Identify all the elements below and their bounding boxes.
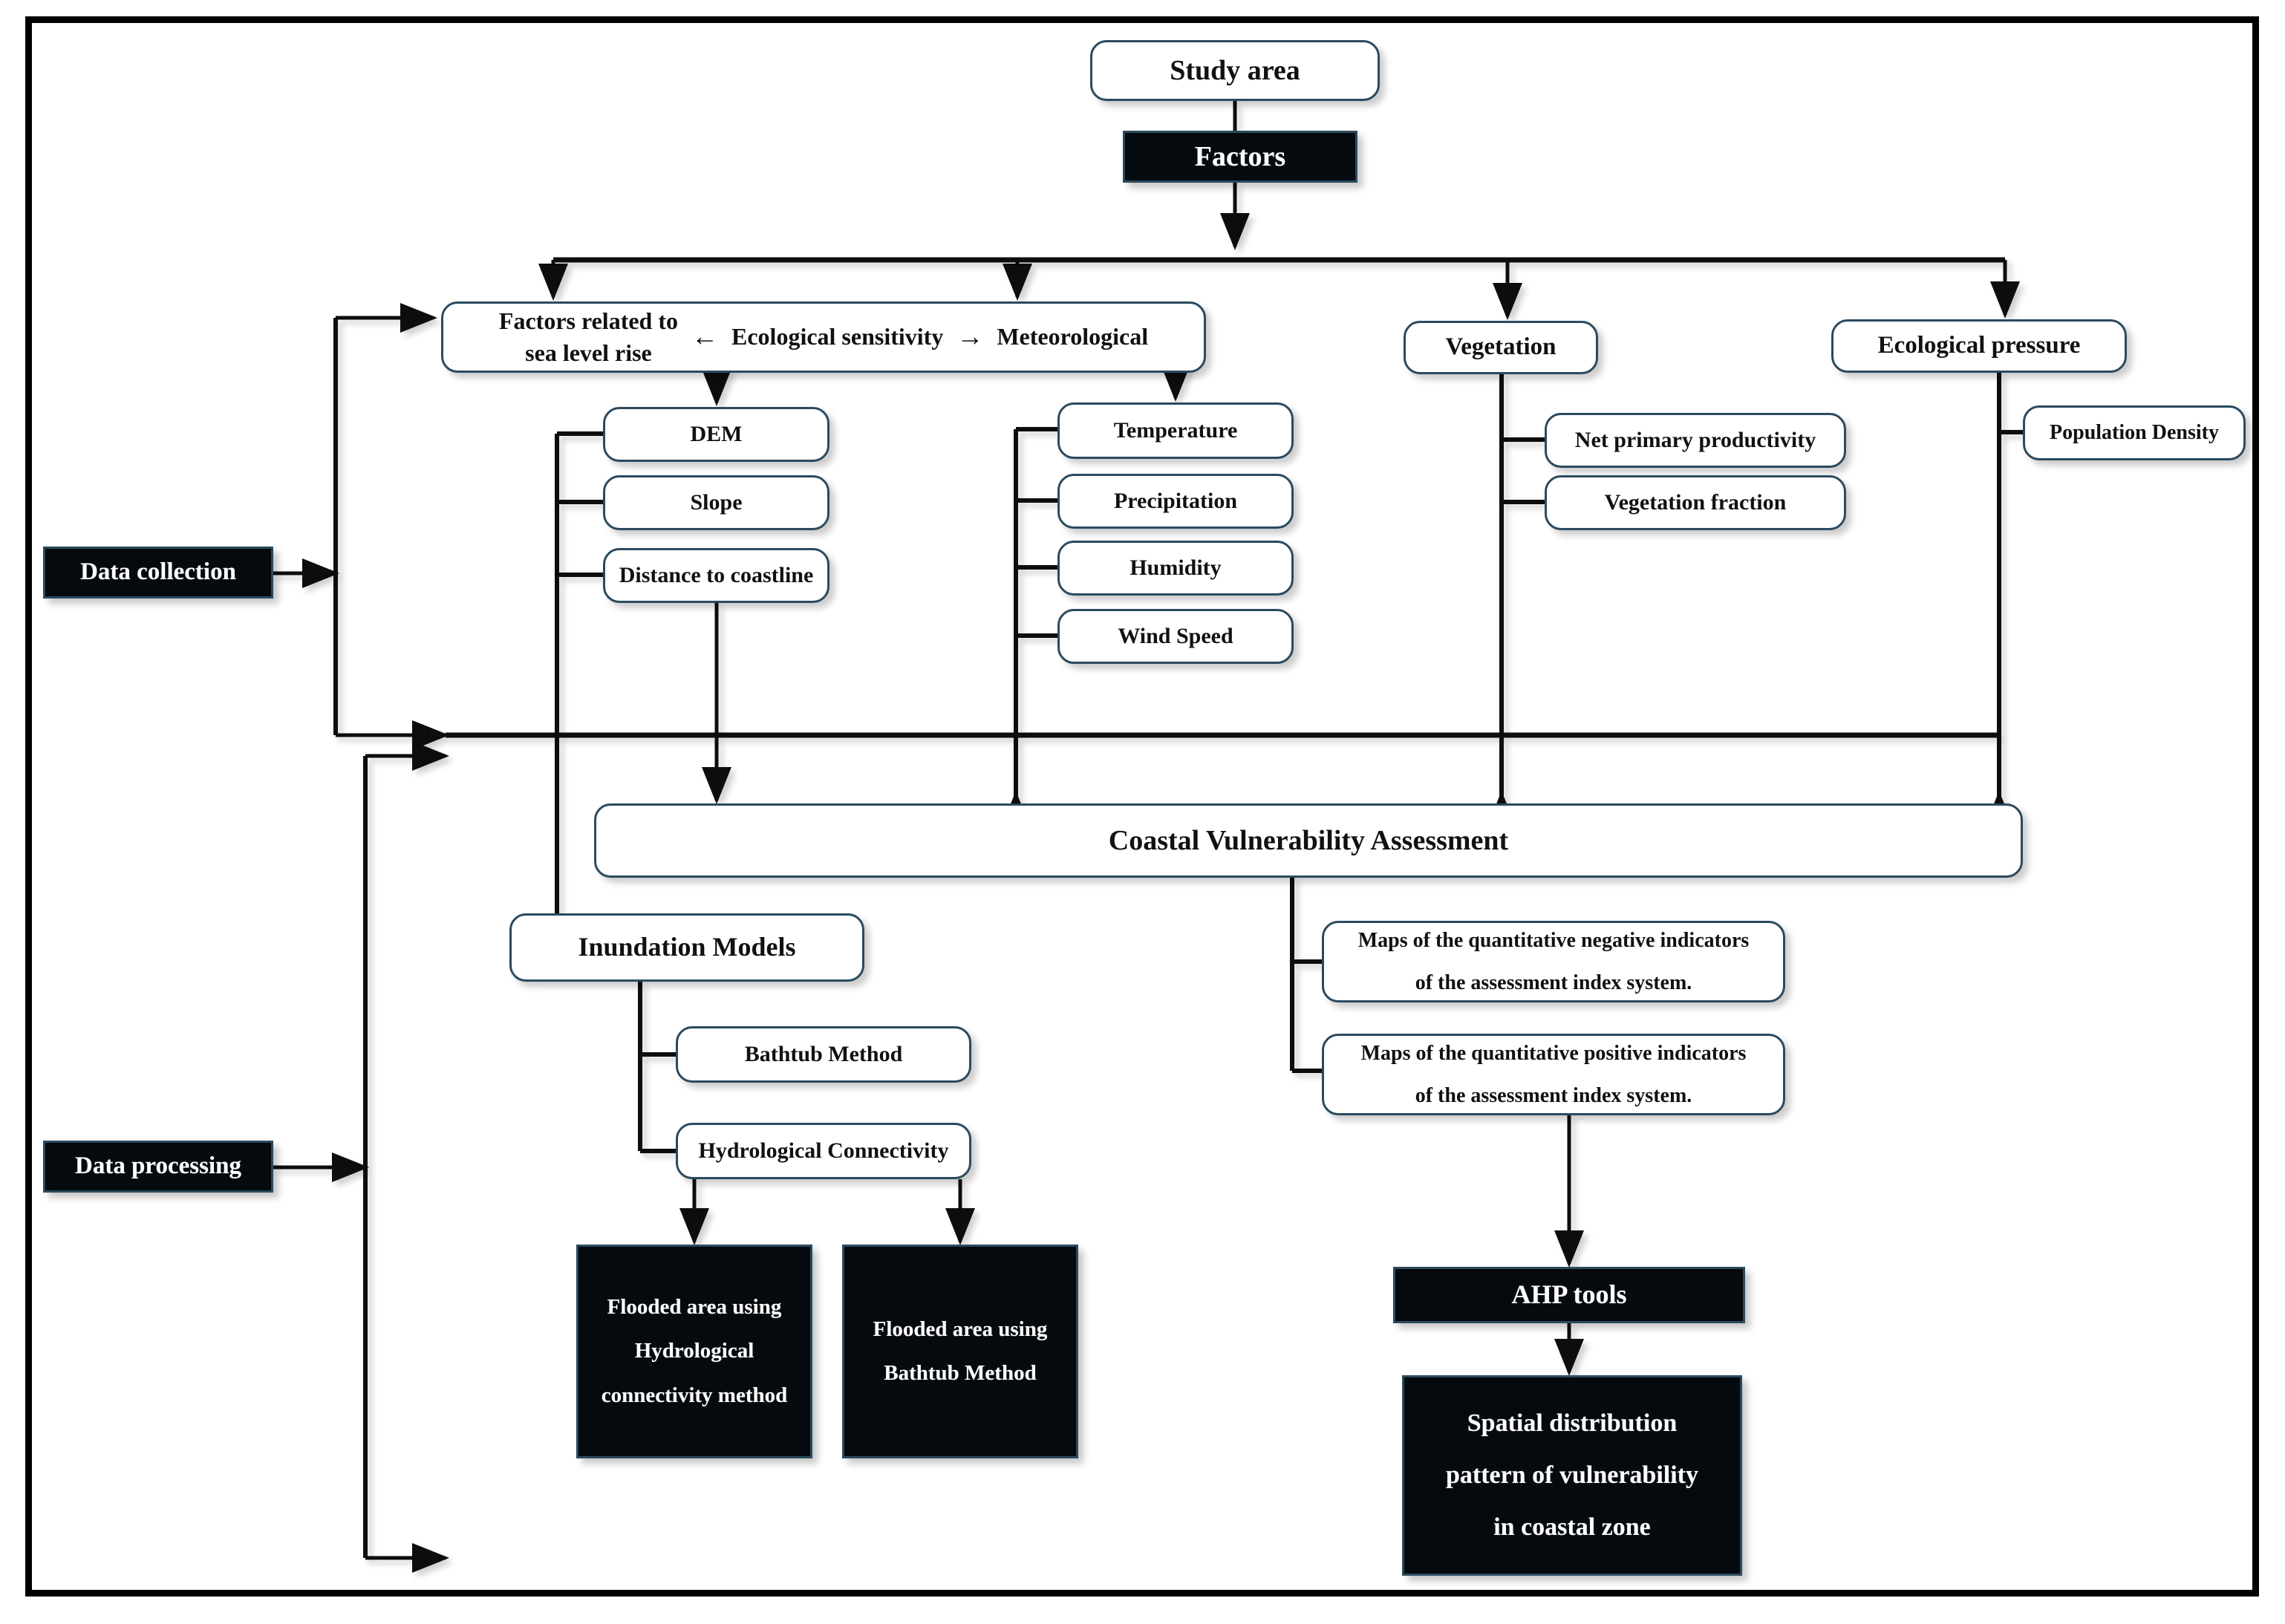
node-distance-to-coastline[interactable]: Distance to coastline (603, 548, 829, 603)
flooded-bathtub-line2: Bathtub Method (884, 1361, 1037, 1385)
spatial-line2: pattern of vulnerability (1446, 1461, 1698, 1490)
node-net-primary-productivity[interactable]: Net primary productivity (1545, 413, 1846, 468)
node-population-density[interactable]: Population Density (2023, 405, 2246, 460)
node-dem[interactable]: DEM (603, 407, 829, 462)
node-study-area[interactable]: Study area (1090, 40, 1380, 101)
node-flooded-area-bathtub[interactable]: Flooded area using Bathtub Method (842, 1245, 1078, 1458)
node-ecological-pressure[interactable]: Ecological pressure (1831, 319, 2127, 373)
node-inundation-models[interactable]: Inundation Models (509, 913, 864, 982)
maps-negative-line1: Maps of the quantitative negative indica… (1357, 928, 1750, 952)
node-precipitation[interactable]: Precipitation (1057, 474, 1294, 529)
node-temperature[interactable]: Temperature (1057, 402, 1294, 459)
node-factors[interactable]: Factors (1123, 131, 1357, 183)
node-vegetation-fraction[interactable]: Vegetation fraction (1545, 475, 1846, 530)
node-humidity[interactable]: Humidity (1057, 541, 1294, 596)
flooded-hydro-line1: Flooded area using (607, 1294, 782, 1319)
flooded-bathtub-line1: Flooded area using (873, 1317, 1048, 1341)
node-ecological-sensitivity[interactable]: Factors related to sea level rise ← Ecol… (441, 301, 1206, 373)
node-hydrological-connectivity[interactable]: Hydrological Connectivity (676, 1123, 971, 1179)
flooded-hydro-line2: Hydrological (634, 1339, 754, 1363)
maps-positive-line2: of the assessment index system. (1415, 1084, 1692, 1107)
node-maps-negative-indicators[interactable]: Maps of the quantitative negative indica… (1322, 921, 1785, 1002)
node-spatial-distribution[interactable]: Spatial distribution pattern of vulnerab… (1402, 1375, 1742, 1576)
arrow-right-icon: → (956, 322, 984, 352)
arrow-left-icon: ← (691, 322, 718, 352)
spatial-line1: Spatial distribution (1467, 1409, 1678, 1438)
label-meteorological: Meteorological (997, 323, 1149, 350)
node-slope[interactable]: Slope (603, 475, 829, 530)
spatial-line3: in coastal zone (1493, 1513, 1651, 1541)
diagram-frame (25, 16, 2259, 1597)
node-coastal-vulnerability-assessment[interactable]: Coastal Vulnerability Assessment (594, 803, 2023, 878)
label-ecological-sensitivity: Ecological sensitivity (731, 323, 944, 350)
label-sea-level-rise: Factors related to sea level rise (498, 307, 678, 366)
node-wind-speed[interactable]: Wind Speed (1057, 609, 1294, 664)
node-vegetation[interactable]: Vegetation (1404, 321, 1598, 374)
node-bathtub-method[interactable]: Bathtub Method (676, 1026, 971, 1083)
stage-data-collection[interactable]: Data collection (43, 547, 273, 599)
flooded-hydro-line3: connectivity method (601, 1383, 788, 1407)
node-maps-positive-indicators[interactable]: Maps of the quantitative positive indica… (1322, 1034, 1785, 1115)
node-flooded-area-hydrological[interactable]: Flooded area using Hydrological connecti… (576, 1245, 812, 1458)
node-ahp-tools[interactable]: AHP tools (1393, 1267, 1745, 1323)
maps-negative-line2: of the assessment index system. (1415, 971, 1692, 994)
maps-positive-line1: Maps of the quantitative positive indica… (1360, 1041, 1747, 1065)
stage-data-processing[interactable]: Data processing (43, 1141, 273, 1193)
